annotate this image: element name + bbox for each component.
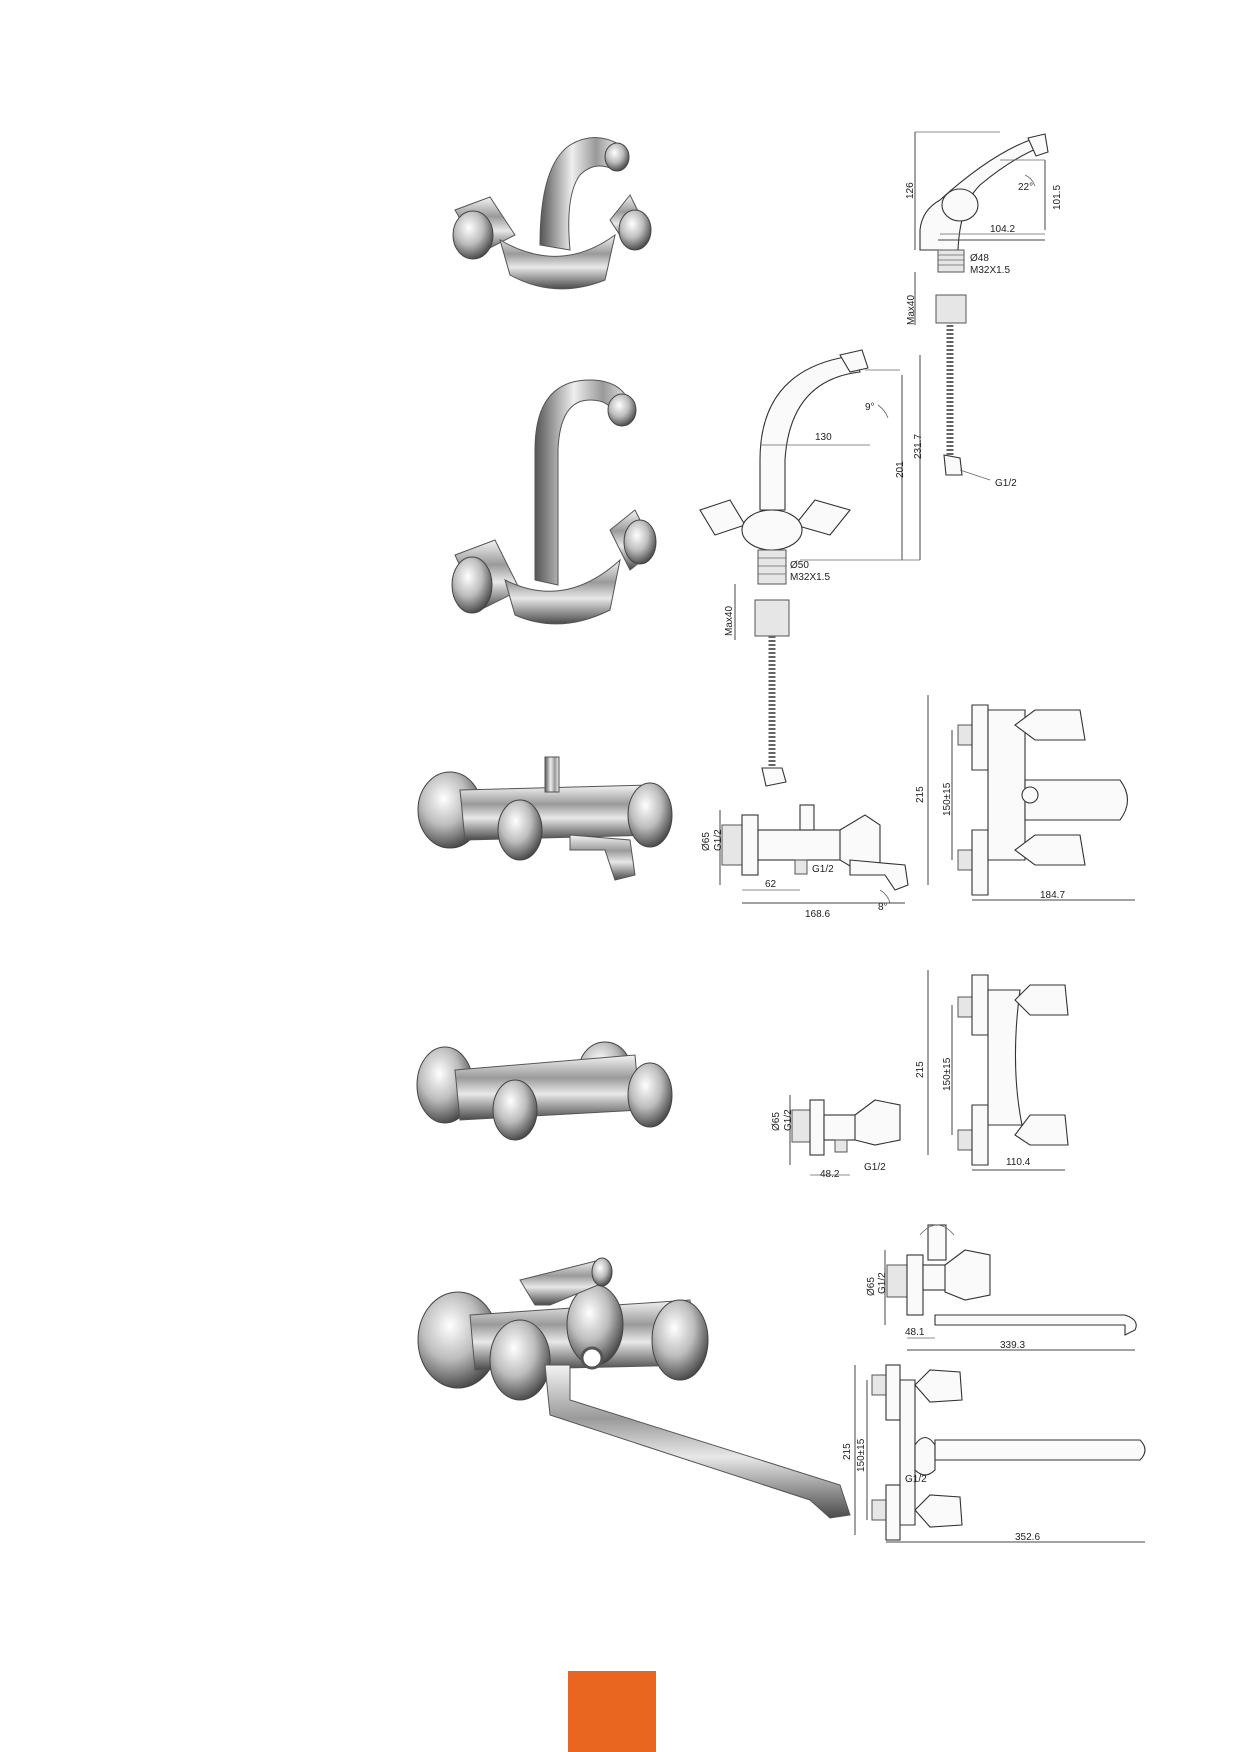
spout-length-label: 339.3 bbox=[1000, 1340, 1025, 1351]
max-mount-label: Max40 bbox=[724, 606, 735, 636]
bath-mixer-long-spout-front-drawing: 215 150±15 G1/2 352.6 bbox=[842, 1364, 1146, 1543]
angle-label: 8° bbox=[878, 902, 888, 913]
width-label: 184.7 bbox=[1040, 890, 1065, 901]
height-label: 201 bbox=[895, 461, 906, 478]
outlet-thread-label: G1/2 bbox=[812, 864, 834, 875]
bath-mixer-short-spout-front-drawing: 215 150±15 184.7 bbox=[915, 695, 1135, 901]
base-dia-label: Ø48 bbox=[970, 253, 989, 264]
thread-label: G1/2 bbox=[877, 1272, 888, 1294]
basin-mixer-short-spout-photo bbox=[452, 137, 652, 290]
depth-label: 48.2 bbox=[820, 1169, 840, 1180]
hose-thread-label: G1/2 bbox=[995, 478, 1017, 489]
angle-label: 9° bbox=[865, 402, 875, 413]
page-tab-marker bbox=[568, 1671, 656, 1752]
depth-label: 62 bbox=[765, 879, 777, 890]
thread-label: G1/2 bbox=[713, 829, 724, 851]
height-label: 126 bbox=[905, 182, 916, 199]
basin-mixer-high-spout-photo bbox=[451, 379, 657, 625]
width-label: 110.4 bbox=[1006, 1157, 1031, 1168]
centers-label: 150±15 bbox=[942, 782, 953, 816]
basin-mixer-short-spout-drawing: 22° 126 101.5 104.2 Ø48 M32X1.5 Max40 G1… bbox=[905, 131, 1063, 489]
thread-label: G1/2 bbox=[783, 1109, 794, 1131]
bath-mixer-long-spout-side-drawing: Ø65 G1/2 48.1 339.3 bbox=[866, 1224, 1137, 1351]
outlet-thread-label: G1/2 bbox=[864, 1162, 886, 1173]
outlet-thread-label: G1/2 bbox=[905, 1474, 927, 1485]
flange-dia-label: Ø65 bbox=[866, 1277, 877, 1296]
total-length-label: 352.6 bbox=[1015, 1532, 1040, 1543]
base-dia-label: Ø50 bbox=[790, 560, 809, 571]
wall-sink-mixer-side-drawing: Ø65 G1/2 48.2 G1/2 bbox=[771, 1095, 901, 1180]
max-mount-label: Max40 bbox=[906, 295, 917, 325]
bath-mixer-short-spout-photo bbox=[417, 756, 673, 881]
length-label: 168.6 bbox=[805, 909, 830, 920]
flange-dia-label: Ø65 bbox=[771, 1112, 782, 1131]
thread-label: M32X1.5 bbox=[970, 265, 1010, 276]
wall-sink-mixer-photo bbox=[416, 1041, 673, 1141]
bath-mixer-short-spout-side-drawing: Ø65 G1/2 G1/2 62 8° 168.6 bbox=[701, 804, 909, 920]
depth-label: 48.1 bbox=[905, 1327, 925, 1338]
thread-label: M32X1.5 bbox=[790, 572, 830, 583]
angle-label: 22° bbox=[1018, 182, 1033, 193]
spout-reach-label: 104.2 bbox=[990, 224, 1015, 235]
wall-sink-mixer-front-drawing: 215 150±15 110.4 bbox=[915, 970, 1069, 1171]
height-label: 215 bbox=[915, 1061, 926, 1078]
bath-mixer-long-spout-photo bbox=[417, 1257, 851, 1519]
height-total-label: 231.7 bbox=[913, 434, 924, 459]
basin-mixer-high-spout-drawing: 9° 130 201 231.7 Ø50 M32X1.5 Max40 bbox=[699, 349, 924, 787]
spout-height-label: 101.5 bbox=[1052, 185, 1063, 210]
height-label: 215 bbox=[915, 786, 926, 803]
reach-label: 130 bbox=[815, 432, 832, 443]
centers-label: 150±15 bbox=[942, 1057, 953, 1091]
height-label: 215 bbox=[842, 1443, 853, 1460]
centers-label: 150±15 bbox=[856, 1438, 867, 1472]
flange-dia-label: Ø65 bbox=[701, 832, 712, 851]
